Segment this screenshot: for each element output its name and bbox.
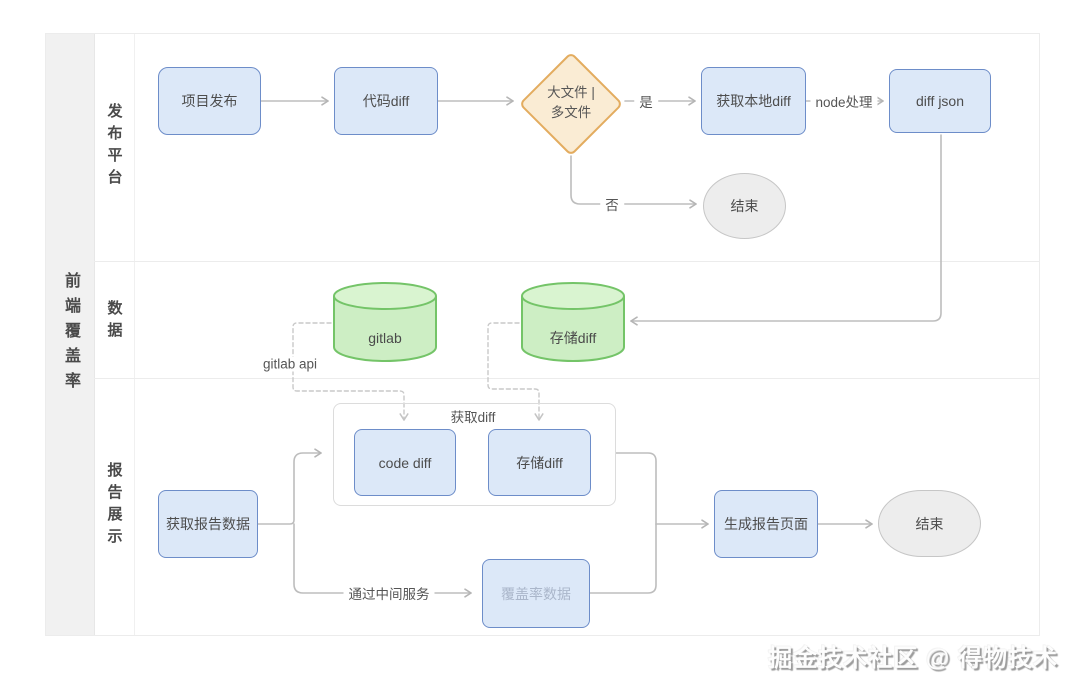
edge-label-no: 否: [600, 194, 624, 214]
lane-label-release-platform: 发布平台: [105, 103, 123, 191]
node-get-local-diff: 获取本地diff: [701, 67, 806, 135]
node-code-diff-label: 代码diff: [362, 93, 410, 109]
edge-label-yes: 是: [634, 91, 658, 111]
node-end-top-label: 结束: [730, 198, 759, 214]
db-gitlab-shape: [333, 282, 437, 362]
decision-diamond-label: 大文件 | 多文件: [514, 80, 628, 126]
diagram-title: 前端覆盖率: [62, 272, 79, 397]
edge-diffjson-to-storedb: [630, 134, 942, 326]
edge-coverage-to-merge: [589, 523, 657, 594]
group-get-diff: [333, 403, 616, 506]
db-store-diff-label: 存储diff: [549, 330, 597, 347]
edge-label-gitlab-api: gitlab api: [257, 356, 323, 372]
node-coverage-data: 覆盖率数据: [482, 559, 590, 628]
group-get-diff-title: 获取diff: [446, 406, 500, 426]
node-coverage-data-label: 覆盖率数据: [501, 585, 571, 602]
node-end-top: 结束: [703, 173, 786, 239]
edge-label-via-middle-service: 通过中间服务: [343, 583, 435, 603]
decision-line1: 大文件 |: [547, 84, 595, 100]
node-diff-json: diff json: [889, 69, 991, 133]
node-code-diff-report-label: code diff: [378, 454, 432, 471]
node-store-diff-report-label: 存储diff: [516, 454, 563, 471]
db-gitlab: gitlab: [331, 281, 439, 364]
node-project-release: 项目发布: [158, 67, 261, 135]
edge-group-to-merge: [615, 452, 657, 525]
flowchart-canvas: 前端覆盖率 发布平台 数据 报告展示: [45, 33, 1040, 636]
diagram-group-strip: 前端覆盖率: [46, 34, 95, 635]
lane-label-report-display: 报告展示: [105, 462, 123, 550]
db-gitlab-label: gitlab: [368, 330, 402, 347]
lane-divider-2: [94, 378, 1039, 379]
decision-line2: 多文件: [550, 105, 592, 120]
lane-label-column-divider: [134, 34, 135, 635]
node-end-bottom-label: 结束: [915, 515, 944, 532]
node-end-bottom: 结束: [878, 490, 981, 557]
node-diff-json-label: diff json: [916, 93, 964, 109]
node-project-release-label: 项目发布: [181, 93, 238, 109]
edge-label-node-process: node处理: [810, 91, 878, 111]
node-code-diff: 代码diff: [334, 67, 438, 135]
node-get-report-data: 获取报告数据: [158, 490, 258, 558]
node-store-diff-report: 存储diff: [488, 429, 591, 496]
node-code-diff-report: code diff: [354, 429, 456, 496]
watermark: 掘金技术社区 @ 得物技术: [768, 645, 1058, 672]
node-gen-report-page: 生成报告页面: [714, 490, 818, 558]
lane-label-data: 数据: [105, 300, 123, 344]
edge-decision-no: [570, 155, 697, 209]
lane-divider-1: [94, 261, 1039, 262]
node-gen-report-page-label: 生成报告页面: [724, 516, 808, 532]
db-store-diff: 存储diff: [519, 281, 627, 364]
db-store-diff-shape: [521, 282, 625, 362]
node-get-report-data-label: 获取报告数据: [166, 516, 250, 532]
node-get-local-diff-label: 获取本地diff: [716, 93, 791, 109]
edge-report-to-group: [257, 448, 322, 525]
